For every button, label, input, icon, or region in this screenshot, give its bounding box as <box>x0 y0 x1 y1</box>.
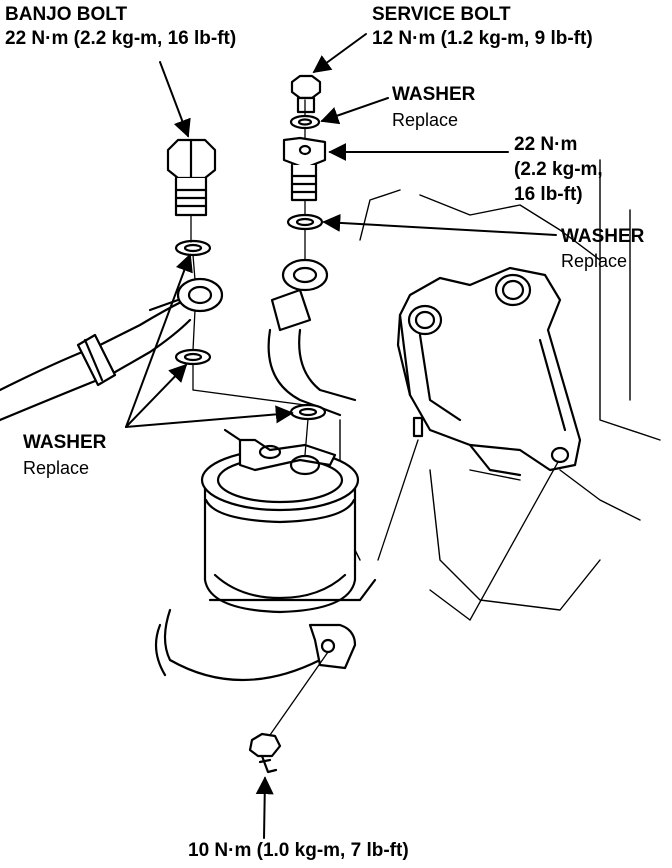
washer-left-note: Replace <box>23 458 90 478</box>
banjo-bolt-torque: 22 N·m (2.2 kg-m, 16 lb-ft) <box>5 28 237 49</box>
torque-22-line1: 22 N·m <box>514 134 578 155</box>
service-bolt <box>292 76 320 112</box>
fuel-filter <box>202 430 358 612</box>
mounting-bolt <box>250 734 280 772</box>
fuel-hose-left <box>0 279 222 420</box>
mounting-bracket <box>398 268 580 475</box>
torque-22-line2: (2.2 kg-m, <box>514 159 603 180</box>
banjo-bolt-title: BANJO BOLT <box>5 4 128 25</box>
leader-arrows <box>126 34 556 838</box>
washer-left-label: WASHER <box>23 432 107 453</box>
banjo-bolt <box>168 140 215 215</box>
washer-top-label: WASHER <box>392 84 476 105</box>
washer-right-note: Replace <box>561 251 628 271</box>
filter-clamp <box>156 580 375 680</box>
bottom-torque-label: 10 N·m (1.0 kg-m, 7 lb-ft) <box>188 840 409 861</box>
service-bolt-title: SERVICE BOLT <box>372 4 511 25</box>
fuel-hose-center <box>269 260 355 415</box>
alignment-lines <box>191 100 558 735</box>
washers <box>176 116 325 419</box>
washer-top-note: Replace <box>392 110 459 130</box>
service-bolt-torque: 12 N·m (1.2 kg-m, 9 lb-ft) <box>372 28 593 49</box>
center-bolt <box>284 138 325 200</box>
torque-22-line3: 16 lb-ft) <box>514 184 583 205</box>
washer-right-label: WASHER <box>561 226 645 247</box>
